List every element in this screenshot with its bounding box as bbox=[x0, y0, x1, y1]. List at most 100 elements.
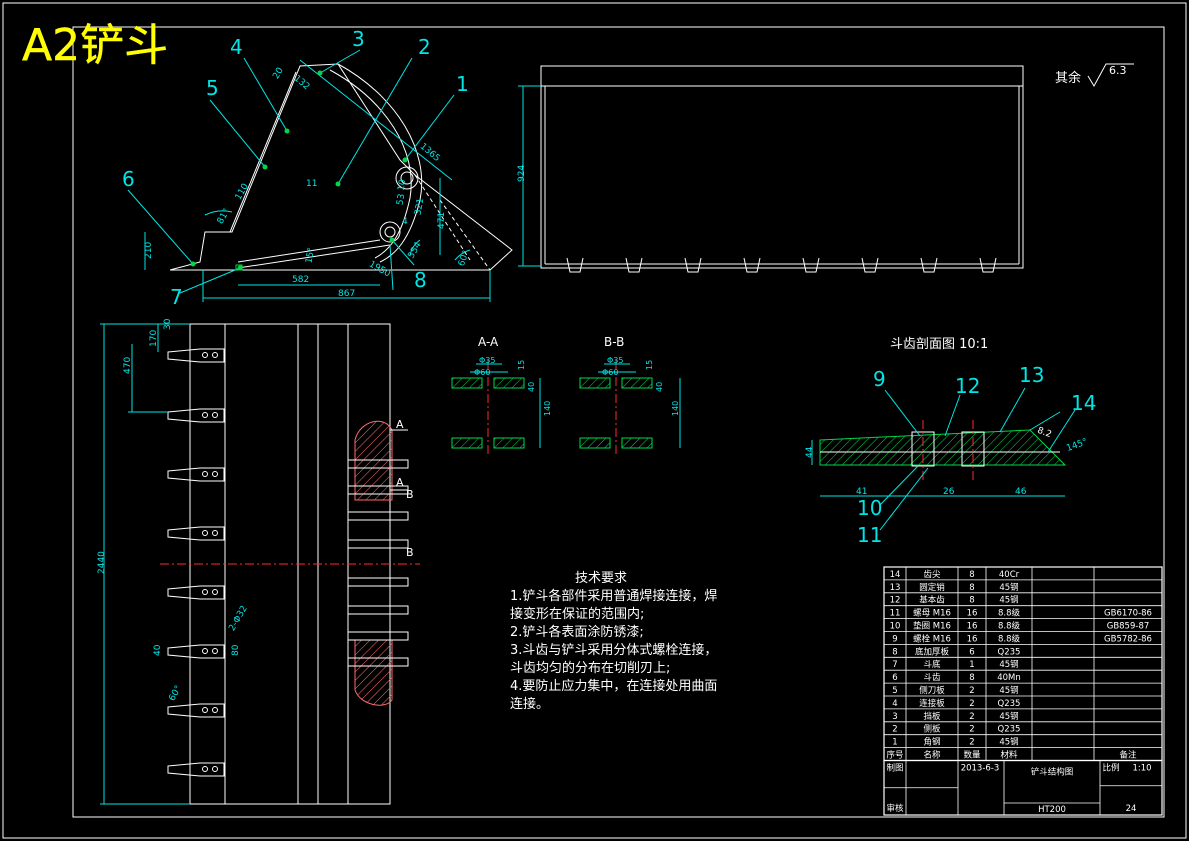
callout-6: 6 bbox=[122, 167, 135, 191]
tb-scale-label: 比例 bbox=[1102, 763, 1119, 774]
tech-requirements: 技术要求 1.铲斗各部件采用普通焊接连接，焊 接变形在保证的范围内; 2.铲斗各… bbox=[510, 571, 717, 712]
bom-cell: GB859-87 bbox=[1107, 622, 1150, 632]
bom-cell: 2 bbox=[969, 686, 974, 696]
bom-cell: 45钢 bbox=[999, 711, 1018, 722]
bom-header-cell: 备注 bbox=[1119, 750, 1137, 761]
dim-4: 4 bbox=[402, 217, 408, 227]
tech-line-1: 1.铲斗各部件采用普通焊接连接，焊 bbox=[510, 588, 717, 604]
bom-cell: 10 bbox=[890, 622, 901, 632]
section-mark-a2: A bbox=[396, 476, 404, 489]
bom-header-cell: 序号 bbox=[886, 750, 903, 761]
dim-924: 924 bbox=[517, 165, 527, 182]
section-mark-b2: B bbox=[406, 546, 414, 559]
bom-cell: 斗底 bbox=[923, 659, 941, 670]
tech-line-4: 3.斗齿与铲斗采用分体式螺栓连接， bbox=[510, 642, 717, 658]
bom-cell: 6 bbox=[892, 673, 897, 683]
dim-30: 30 bbox=[163, 318, 173, 330]
bom-header-cell: 名称 bbox=[923, 750, 941, 761]
dim-81deg: 81° bbox=[216, 207, 233, 226]
bb-dim-40: 40 bbox=[655, 382, 664, 392]
inner-frame bbox=[72, 26, 1165, 818]
tech-line-6: 4.要防止应力集中，在连接处用曲面 bbox=[510, 678, 717, 694]
tb-sheet: 24 bbox=[1126, 804, 1137, 814]
pin-lower bbox=[379, 221, 401, 243]
dim-867: 867 bbox=[338, 289, 355, 299]
bom-cell: 2 bbox=[969, 725, 974, 735]
tooth-callout-13: 13 bbox=[1019, 363, 1044, 387]
tech-line-3: 2.铲斗各表面涂防锈漆; bbox=[510, 624, 644, 640]
bom-cell: 8.8级 bbox=[998, 621, 1021, 632]
tooth-dim-26: 26 bbox=[943, 487, 955, 497]
bb-dim-phi60: Φ60 bbox=[602, 368, 618, 377]
tooth-callout-11: 11 bbox=[857, 523, 882, 547]
bom-cell: 45钢 bbox=[999, 582, 1018, 593]
tooth-dim-8-2: 8.2 bbox=[1036, 426, 1053, 440]
dim-554: 554 bbox=[407, 240, 424, 260]
dim-10: 10 bbox=[397, 179, 409, 192]
dim-470: 470 bbox=[123, 357, 133, 374]
dim-2-phi32: 2-Φ32 bbox=[227, 604, 249, 633]
dim-11: 11 bbox=[306, 179, 317, 189]
dim-170: 170 bbox=[149, 330, 159, 347]
bom-cell: 2 bbox=[892, 725, 897, 735]
bom-cell: 齿尖 bbox=[923, 569, 941, 580]
tooth-callout-12: 12 bbox=[955, 374, 980, 398]
bom-cell: 角钢 bbox=[923, 737, 940, 748]
tb-date: 2013-6-3 bbox=[961, 764, 1000, 774]
bom-cell: 40Cr bbox=[999, 570, 1020, 580]
tooth-section-title: 斗齿剖面图 10:1 bbox=[890, 337, 988, 352]
callout-7: 7 bbox=[170, 285, 183, 309]
aa-dim-40: 40 bbox=[527, 382, 536, 392]
tooth-callout-10: 10 bbox=[857, 496, 882, 520]
callout-1: 1 bbox=[456, 72, 469, 96]
dim-210: 210 bbox=[144, 242, 154, 259]
top-view: 2440 470 170 30 40 80 2-Φ32 60° A A B B bbox=[97, 318, 420, 805]
tooth-callout-14: 14 bbox=[1071, 391, 1096, 415]
dim-60deg: 60° bbox=[457, 249, 472, 267]
tb-checked: 审核 bbox=[886, 803, 904, 814]
bom-cell: 螺栓 M16 bbox=[913, 633, 951, 644]
bom-cell: 8 bbox=[892, 647, 897, 657]
top-teeth bbox=[167, 348, 225, 777]
tb-drawn: 制图 bbox=[886, 763, 903, 774]
bom-cell: 1 bbox=[969, 660, 974, 670]
bom-cell: 斗齿 bbox=[923, 673, 941, 683]
bom-cell: 圆定销 bbox=[919, 582, 945, 593]
bom-cell: 垫圈 M16 bbox=[913, 621, 951, 632]
bom-cell: 8 bbox=[969, 583, 974, 593]
bom-cell: 45钢 bbox=[999, 659, 1018, 670]
bom-cell: 16 bbox=[967, 634, 978, 644]
bom-cell: 7 bbox=[892, 660, 897, 670]
bom-cell: 连接板 bbox=[919, 698, 945, 709]
bom-cell: 2 bbox=[969, 712, 974, 722]
section-aa-title: A-A bbox=[478, 335, 499, 349]
bom-cell: 挡板 bbox=[923, 711, 941, 722]
dim-60deg-top: 60° bbox=[167, 684, 184, 703]
bom-cell: 1 bbox=[892, 738, 897, 748]
bom-cell: 侧板 bbox=[923, 724, 941, 735]
roughness-label: 其余 bbox=[1055, 70, 1081, 86]
sheet-title: A2铲斗 bbox=[22, 20, 168, 71]
bucket-back-curve bbox=[337, 63, 423, 263]
section-mark-a1: A bbox=[396, 418, 404, 431]
bom-cell: GB6170-86 bbox=[1104, 609, 1152, 619]
bom-cell: Q235 bbox=[998, 647, 1021, 657]
bom-cell: 8.8级 bbox=[998, 633, 1021, 644]
callout-3: 3 bbox=[352, 27, 365, 51]
aa-dim-phi60: Φ60 bbox=[474, 368, 490, 377]
bb-dim-phi35: Φ35 bbox=[607, 356, 623, 365]
callout-8: 8 bbox=[414, 268, 427, 292]
section-aa: A-A Φ35 Φ60 15 40 140 bbox=[451, 335, 552, 456]
roughness-value: 6.3 bbox=[1109, 64, 1127, 77]
roughness-symbol: 其余 6.3 bbox=[1055, 63, 1134, 88]
bom-cell: 13 bbox=[890, 583, 901, 593]
bom-cell: 5 bbox=[892, 686, 897, 696]
bom-cell: 16 bbox=[967, 622, 978, 632]
bom-cell: GB5782-86 bbox=[1104, 634, 1152, 644]
bom-cell: 6 bbox=[969, 647, 974, 657]
tooth-section: 斗齿剖面图 10:1 9 12 13 14 10 11 41 26 46 44 … bbox=[805, 337, 1096, 547]
bom-header-cell: 数量 bbox=[963, 750, 981, 761]
